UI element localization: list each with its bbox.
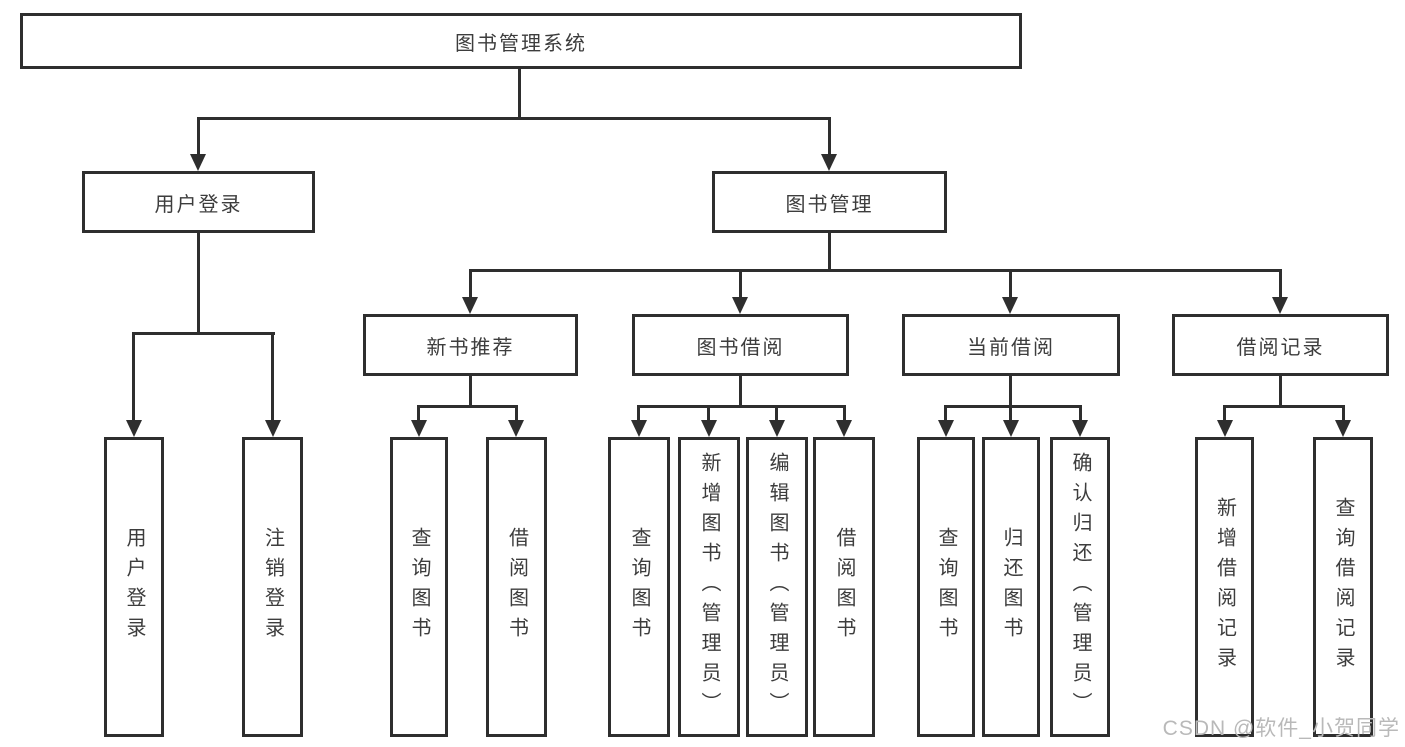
leaf-query-borrow-record: 查询借阅记录 xyxy=(1313,437,1373,737)
connector-line xyxy=(1223,405,1345,408)
arrowhead xyxy=(769,420,785,437)
node-book-management: 图书管理 xyxy=(712,171,947,233)
connector-line xyxy=(1009,269,1012,300)
node-user-login: 用户登录 xyxy=(82,171,315,233)
connector-line xyxy=(775,405,778,422)
leaf-add-borrow-record: 新增借阅记录 xyxy=(1195,437,1254,737)
arrowhead xyxy=(265,420,281,437)
leaf-return-books: 归还图书 xyxy=(982,437,1040,737)
leaf-recommend-query-books: 查询图书 xyxy=(390,437,448,737)
connector-line xyxy=(944,405,1082,408)
connector-line xyxy=(707,405,710,422)
arrowhead xyxy=(190,154,206,171)
leaf-add-books-admin: 新增图书（管理员） xyxy=(678,437,740,737)
leaf-edit-books-admin: 编辑图书（管理员） xyxy=(746,437,808,737)
leaf-confirm-return-admin: 确认归还（管理员） xyxy=(1050,437,1110,737)
connector-line xyxy=(1279,269,1282,300)
connector-line xyxy=(197,233,200,335)
arrowhead xyxy=(821,154,837,171)
connector-line xyxy=(132,332,135,422)
connector-line xyxy=(637,405,640,422)
arrowhead xyxy=(1272,297,1288,314)
connector-line xyxy=(132,332,275,335)
connector-line xyxy=(637,405,846,408)
connector-line xyxy=(518,69,521,120)
connector-line xyxy=(739,269,742,300)
arrowhead xyxy=(508,420,524,437)
connector-line xyxy=(515,405,518,422)
connector-line xyxy=(1009,376,1012,408)
connector-line xyxy=(417,405,518,408)
arrowhead xyxy=(462,297,478,314)
leaf-recommend-borrow-books: 借阅图书 xyxy=(486,437,547,737)
node-root-library-system: 图书管理系统 xyxy=(20,13,1022,69)
leaf-current-query-books: 查询图书 xyxy=(917,437,975,737)
leaf-logout: 注销登录 xyxy=(242,437,303,737)
arrowhead xyxy=(1335,420,1351,437)
connector-line xyxy=(843,405,846,422)
connector-line xyxy=(828,233,831,272)
leaf-borrow-books: 借阅图书 xyxy=(813,437,875,737)
leaf-borrow-query-books: 查询图书 xyxy=(608,437,670,737)
arrowhead xyxy=(1002,297,1018,314)
connector-line xyxy=(739,376,742,408)
connector-line xyxy=(469,376,472,408)
connector-line xyxy=(1079,405,1082,422)
arrowhead xyxy=(1217,420,1233,437)
arrowhead xyxy=(411,420,427,437)
arrowhead xyxy=(1072,420,1088,437)
connector-line xyxy=(197,117,200,157)
connector-line xyxy=(944,405,947,422)
connector-line xyxy=(197,117,831,120)
arrowhead xyxy=(631,420,647,437)
leaf-user-login: 用户登录 xyxy=(104,437,164,737)
node-borrow-records: 借阅记录 xyxy=(1172,314,1389,376)
connector-line xyxy=(417,405,420,422)
connector-line xyxy=(1223,405,1226,422)
connector-line xyxy=(271,332,274,422)
connector-line xyxy=(469,269,1281,272)
arrowhead xyxy=(732,297,748,314)
watermark: CSDN @软件_小贺同学 xyxy=(1162,717,1400,740)
connector-line xyxy=(469,269,472,300)
arrowhead xyxy=(836,420,852,437)
node-book-borrow: 图书借阅 xyxy=(632,314,849,376)
arrowhead xyxy=(701,420,717,437)
node-new-book-recommend: 新书推荐 xyxy=(363,314,578,376)
connector-line xyxy=(828,117,831,157)
connector-line xyxy=(1279,376,1282,408)
arrowhead xyxy=(126,420,142,437)
arrowhead xyxy=(1003,420,1019,437)
node-current-borrow: 当前借阅 xyxy=(902,314,1120,376)
connector-line xyxy=(1009,405,1012,422)
connector-line xyxy=(1342,405,1345,422)
arrowhead xyxy=(938,420,954,437)
